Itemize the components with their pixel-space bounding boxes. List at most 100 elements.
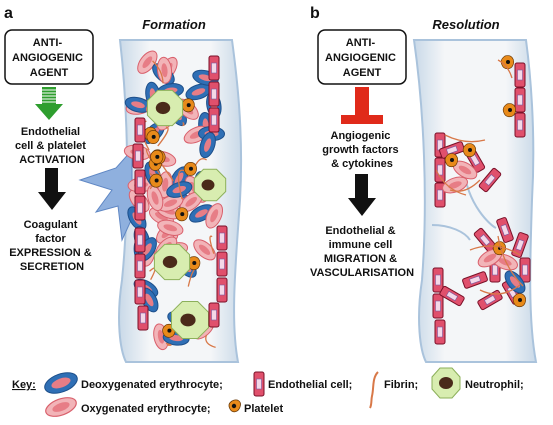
fibrin-icon (369, 371, 379, 409)
vessel-sprout-b2 (431, 224, 471, 241)
resolution-cells-b (432, 55, 531, 345)
fibrin-strand (145, 148, 161, 176)
fibrin-strand (497, 59, 513, 79)
oxygenated-erythrocyte (492, 253, 518, 271)
panel-a-title: Formation (142, 17, 206, 32)
endothelial-cell (134, 195, 146, 221)
step2-text-b: Endothelial & immune cell MIGRATION & VA… (310, 225, 414, 279)
platelet (502, 103, 516, 118)
endothelial-cell (478, 167, 502, 193)
endothelial-cell (434, 319, 446, 345)
key-endothelial-label: Endothelial cell; (268, 379, 352, 391)
deoxygenated-erythrocyte (504, 270, 526, 294)
anti-angiogenic-agent-box-b (317, 29, 407, 85)
neutrophil-icon (431, 367, 461, 399)
neutrophil (193, 168, 227, 202)
step1-text-a: Endothelial cell & platelet ACTIVATION (15, 126, 89, 166)
oxygenated-erythrocyte (193, 239, 216, 261)
fibrin-strand (435, 169, 467, 196)
step2-text-a: Coagulant factor EXPRESSION & SECRETION (9, 219, 95, 273)
platelet (146, 130, 160, 144)
endothelial-cell (132, 143, 144, 169)
panel-b-title: Resolution (432, 17, 499, 32)
panel-a-letter: a (4, 5, 13, 22)
fibrin-strand (209, 235, 215, 254)
endothelial-cell (216, 251, 228, 277)
key-label: Key: (12, 379, 36, 391)
endothelial-cell (134, 253, 146, 279)
fibrin-strand (152, 60, 164, 84)
platelet-icon (228, 399, 241, 413)
fibrin-strand (157, 126, 169, 147)
oxygenated-erythrocyte (442, 176, 468, 194)
endothelial-cell (519, 257, 531, 283)
endothelial-cell (208, 55, 220, 81)
platelet (512, 293, 526, 308)
endothelial-cell (216, 225, 228, 251)
platelet (149, 173, 163, 188)
platelet (444, 153, 458, 168)
endothelial-cell (462, 271, 488, 289)
key-fibrin-label: Fibrin; (384, 379, 418, 391)
endothelial-cell (208, 302, 220, 328)
key-neutrophil-label: Neutrophil; (465, 379, 524, 391)
endothelial-cell (514, 112, 526, 138)
down-arrow-icon-a (38, 168, 66, 210)
key-deoxy-label: Deoxygenated erythrocyte; (81, 379, 223, 391)
platelet (462, 143, 476, 158)
endothelial-cell (439, 285, 465, 307)
vessel-injury-star (78, 148, 135, 242)
platelet (150, 150, 164, 164)
fibrin-strand (469, 245, 521, 256)
platelet (181, 98, 195, 113)
endothelial-cell (134, 169, 146, 195)
endothelial-cell (216, 277, 228, 303)
fibrin-strand (182, 122, 185, 126)
down-arrow-icon-b (348, 174, 376, 216)
inhibition-bar-icon (341, 87, 383, 124)
oxygenated-erythrocyte-icon (45, 397, 77, 417)
oxygenated-erythrocyte (156, 56, 173, 84)
fibrin-strand (479, 284, 521, 295)
endothelial-cell (137, 305, 149, 331)
oxygenated-erythrocyte (157, 219, 184, 236)
oxygenated-erythrocyte (205, 203, 224, 229)
oxygenated-erythrocyte (146, 184, 164, 212)
platelet (183, 162, 197, 176)
agent-box-b-text: ANTI- ANGIOGENIC AGENT (325, 37, 399, 79)
fibrin-strand (444, 134, 486, 143)
endothelial-cell (514, 87, 526, 113)
fibrin-strand (165, 342, 172, 346)
fibrin-strand (449, 179, 481, 192)
platelet (187, 256, 201, 271)
endothelial-cell (208, 81, 220, 107)
panel-b-letter: b (310, 5, 320, 22)
endothelial-cell-icon (253, 371, 265, 397)
neutrophil (146, 89, 184, 127)
key-platelet-label: Platelet (244, 403, 283, 415)
endothelial-cell (208, 107, 220, 133)
endothelial-column-a (132, 55, 228, 331)
neutrophil (171, 301, 209, 339)
fibrin-strand (497, 235, 524, 287)
endothelial-cell (496, 217, 514, 243)
platelet (175, 207, 189, 222)
endothelial-cell (134, 279, 146, 305)
endothelial-cell (434, 157, 446, 183)
endothelial-cell (134, 117, 146, 143)
endothelial-cell (432, 293, 444, 319)
step1-text-b: Angiogenic growth factors & cytokines (322, 130, 401, 170)
endothelial-cell (432, 267, 444, 293)
endothelial-cell (514, 62, 526, 88)
key-oxy-label: Oxygenated erythrocyte; (81, 403, 211, 415)
platelet (500, 55, 514, 70)
deoxygenated-erythrocyte-icon (44, 372, 78, 394)
fibrin-strand (205, 334, 216, 348)
anti-angiogenic-agent-box-a (4, 29, 94, 85)
agent-box-a-text: ANTI- ANGIOGENIC AGENT (12, 37, 86, 79)
deoxygenated-erythrocyte (199, 132, 216, 159)
fibrin-strand (177, 169, 187, 200)
endothelial-cell (134, 227, 146, 253)
activation-arrow-icon (35, 87, 63, 120)
